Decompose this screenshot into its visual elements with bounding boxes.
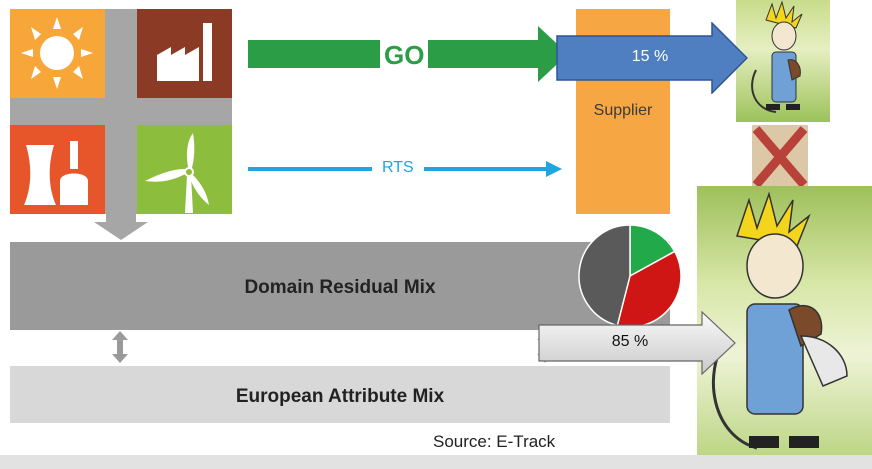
nuclear-tile xyxy=(10,125,105,214)
pie-chart xyxy=(578,224,682,328)
go-label: GO xyxy=(380,40,429,71)
european-attribute-mix-label: European Attribute Mix xyxy=(235,386,445,407)
supplier-label: Supplier xyxy=(593,102,653,119)
consumer-cartoon-small xyxy=(752,125,808,189)
cross-out-icon xyxy=(752,126,808,188)
consumer-cartoon-top xyxy=(736,0,830,122)
wind-turbine-icon xyxy=(145,133,209,213)
share-go-label: 15 % xyxy=(631,48,669,65)
share-residual-label: 85 % xyxy=(611,333,649,350)
sun-tile xyxy=(10,9,105,98)
source-caption: Source: E-Track xyxy=(433,432,556,451)
wind-tile xyxy=(137,125,232,214)
pie-slice-1 xyxy=(629,224,676,278)
share-go-arrow xyxy=(556,22,748,94)
consumer-cartoon-large xyxy=(697,186,872,469)
pie-slice-3 xyxy=(578,224,631,327)
consumer-cartoon xyxy=(751,0,803,113)
consumer-cartoon-figure xyxy=(712,191,848,450)
european-attribute-mix-bar: European Attribute Mix xyxy=(10,366,670,423)
footer-strip xyxy=(0,455,872,469)
down-arrow-icon xyxy=(94,214,148,240)
domain-residual-mix-label: Domain Residual Mix xyxy=(244,277,436,298)
domain-residual-mix-bar: Domain Residual Mix xyxy=(10,242,670,330)
factory-tile xyxy=(137,9,232,98)
share-residual-arrow xyxy=(538,311,736,375)
nuclear-plant-icon xyxy=(24,141,88,205)
factory-icon xyxy=(157,23,212,81)
rts-label: RTS xyxy=(372,159,424,177)
double-arrow-icon xyxy=(112,331,128,363)
sun-icon xyxy=(21,17,93,89)
